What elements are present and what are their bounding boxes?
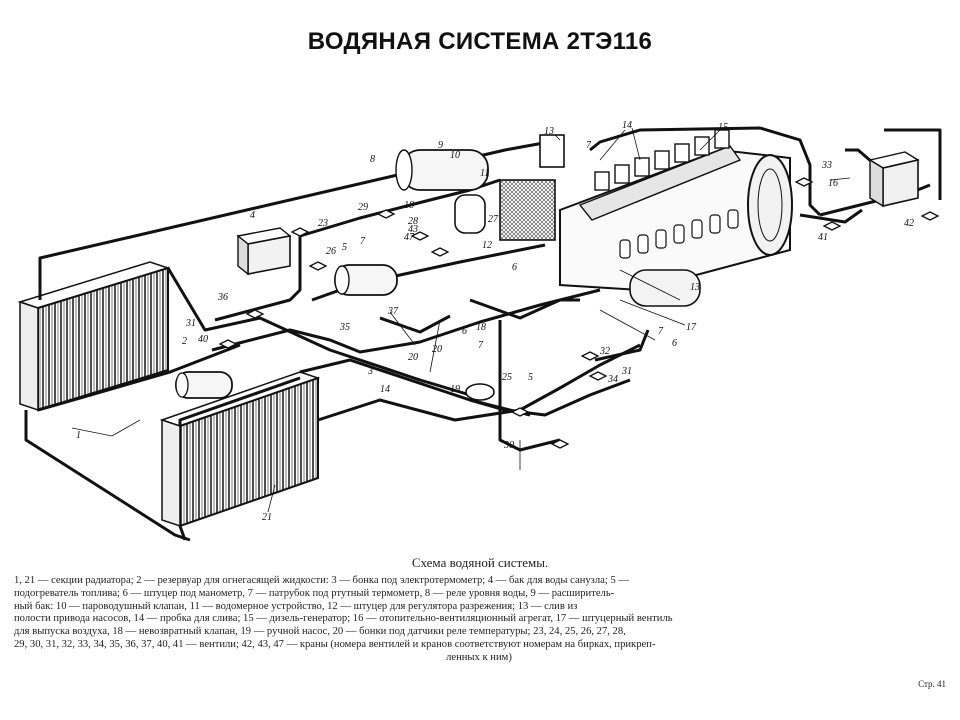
callout-33: 33 <box>821 160 832 171</box>
callout-35: 35 <box>339 322 350 333</box>
callout-15: 15 <box>718 122 728 133</box>
callout-31a: 31 <box>185 318 196 329</box>
callout-25: 25 <box>502 372 512 383</box>
callout-14a: 14 <box>622 120 632 131</box>
callout-7b: 7 <box>586 140 592 151</box>
callout-6c: 6 <box>672 338 677 349</box>
page-title: ВОДЯНАЯ СИСТЕМА 2ТЭ116 <box>307 28 653 55</box>
leader-lines <box>71 127 851 513</box>
expansion-tank <box>395 149 489 191</box>
fuel-heater <box>334 264 398 296</box>
callout-1: 1 <box>76 430 81 441</box>
callout-17: 17 <box>686 322 697 333</box>
pipe-network <box>24 126 942 542</box>
page-number: Стр. 41 <box>918 679 946 689</box>
callout-26: 26 <box>326 246 336 257</box>
callout-2: 2 <box>182 336 187 347</box>
water-system-diagram: 1 2 3 4 5 5 6 6 6 7 7 7 7 8 9 10 11 12 1… <box>17 120 942 542</box>
callout-42: 42 <box>904 218 914 229</box>
callout-10: 10 <box>450 150 460 161</box>
callout-34: 34 <box>607 374 618 385</box>
callout-30: 30 <box>503 440 514 451</box>
callout-6a: 6 <box>462 326 467 337</box>
callout-20b: 20 <box>408 352 418 363</box>
callout-29: 29 <box>358 202 368 213</box>
diesel-generator <box>559 129 793 307</box>
callout-32: 32 <box>599 346 610 357</box>
callout-8: 8 <box>370 154 375 165</box>
radiator-section-1 <box>17 261 171 412</box>
fire-extinguishing-reservoir <box>175 371 233 399</box>
water-level-device <box>454 134 565 241</box>
callout-21: 21 <box>262 512 272 523</box>
legend-line: ленных к ним) <box>446 651 512 663</box>
callout-9: 9 <box>438 140 443 151</box>
callout-18a: 18 <box>404 200 414 211</box>
legend-line: для выпуска воздуха, 18 — невозвратный к… <box>14 626 626 638</box>
callout-7d: 7 <box>658 326 664 337</box>
callout-16: 16 <box>828 178 838 189</box>
callout-14b: 14 <box>380 384 390 395</box>
legend-line: 1, 21 — секции радиатора; 2 — резервуар … <box>14 575 629 586</box>
callout-3: 3 <box>367 366 373 377</box>
callout-43: 43 <box>408 224 418 235</box>
callout-28: 28 <box>408 216 418 227</box>
callout-31b: 31 <box>621 366 632 377</box>
legend-line: ный бак: 10 — пароводушный клапан, 11 — … <box>14 600 578 612</box>
callout-23: 23 <box>318 218 328 229</box>
callout-labels: 1 2 3 4 5 5 6 6 6 7 7 7 7 8 9 10 11 12 1… <box>76 120 914 523</box>
callout-18b: 18 <box>476 322 486 333</box>
hand-pump <box>465 383 495 401</box>
callout-19: 19 <box>450 384 460 395</box>
figure-caption: Схема водяной системы. <box>411 555 549 570</box>
callout-47: 47 <box>404 232 415 243</box>
callout-20a: 20 <box>432 344 442 355</box>
callout-13a: 13 <box>544 126 554 137</box>
callout-4: 4 <box>250 210 255 221</box>
callout-12: 12 <box>482 240 492 251</box>
valve-symbols <box>218 177 940 449</box>
callout-5b: 5 <box>528 372 533 383</box>
heating-ventilation-unit <box>868 151 920 208</box>
callout-36: 36 <box>217 292 228 303</box>
callout-6b: 6 <box>512 262 517 273</box>
callout-13b: 13 <box>690 282 700 293</box>
callout-7a: 7 <box>360 236 366 247</box>
legend-line: 29, 30, 31, 32, 33, 34, 35, 36, 37, 40, … <box>14 638 656 650</box>
callout-37: 37 <box>387 306 399 317</box>
legend-text: 1, 21 — секции радиатора; 2 — резервуар … <box>14 575 944 665</box>
callout-7c: 7 <box>478 340 484 351</box>
legend-line: подогреватель топлива; 6 — штуцер под ма… <box>14 587 615 599</box>
callout-27: 27 <box>488 214 499 225</box>
callout-11: 11 <box>480 168 489 179</box>
callout-5a: 5 <box>342 242 347 253</box>
callout-41: 41 <box>818 232 828 243</box>
callout-40: 40 <box>198 334 208 345</box>
sanitary-water-tank <box>236 227 292 276</box>
legend-line: полости привода насосов, 14 — пробка для… <box>14 613 673 625</box>
